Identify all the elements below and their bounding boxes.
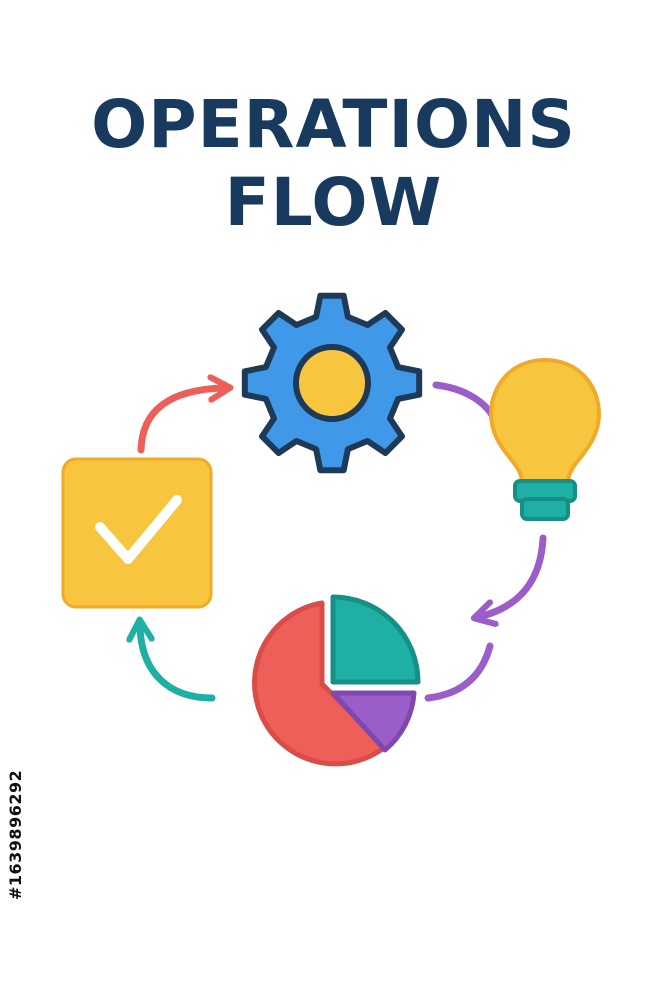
checkbox-icon: [61, 457, 213, 609]
gear-center: [293, 344, 371, 422]
title-line-1: OPERATIONS: [91, 86, 576, 163]
title-line-2: FLOW: [224, 164, 443, 241]
pie-slice-purple: [330, 690, 417, 753]
image-id-label: #1639896292: [6, 769, 25, 900]
lightbulb-icon: [488, 357, 602, 521]
checkbox-square: [61, 457, 213, 609]
arrow-bulb-to-pie: [482, 534, 547, 616]
arrow-pie-tail: [424, 642, 494, 702]
pie-slice-main: [252, 600, 388, 767]
pie-chart-icon: [252, 594, 421, 767]
bulb-glass: [488, 357, 602, 485]
arrow-pie-to-checkbox: [140, 628, 216, 702]
gear-icon: [241, 292, 423, 474]
arrow-checkbox-to-gear: [137, 388, 222, 454]
bulb-base-bottom: [520, 497, 570, 521]
arrow-gear-to-bulb: [432, 381, 498, 422]
pie-slice-teal: [330, 594, 421, 685]
check-mark: [95, 495, 182, 564]
